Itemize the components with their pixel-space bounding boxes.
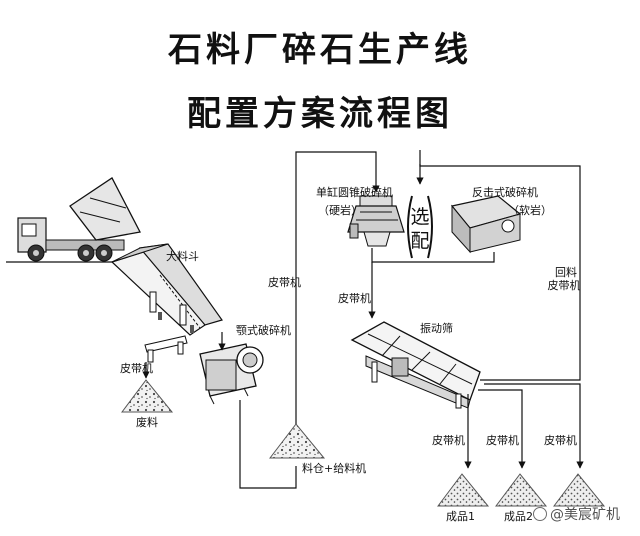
product1-label: 成品1 bbox=[446, 510, 475, 523]
jaw-crusher-icon bbox=[199, 343, 264, 405]
page-title-line1: 石料厂碎石生产线 bbox=[168, 30, 472, 70]
waste-pile-icon bbox=[121, 379, 174, 413]
flow-lines bbox=[142, 150, 584, 489]
hopper-label: 大料斗 bbox=[166, 250, 199, 263]
cone-crusher-label: 单缸圆锥破碎机 bbox=[316, 186, 393, 199]
hard-rock-label: （硬岩） bbox=[318, 204, 362, 217]
return-belt-label-2: 皮带机 bbox=[547, 279, 581, 292]
product1-belt-label: 皮带机 bbox=[432, 434, 465, 447]
watermark-text: @美宸矿机 bbox=[550, 507, 620, 523]
product3-pile-icon bbox=[553, 473, 606, 507]
select-word-1: 选 bbox=[410, 206, 430, 228]
vibrating-screen-icon bbox=[350, 321, 481, 409]
belt-to-screen-label: 皮带机 bbox=[338, 292, 371, 305]
watermark-icon bbox=[533, 507, 547, 521]
product2-label: 成品2 bbox=[504, 510, 533, 523]
waste-belt-label: 皮带机 bbox=[120, 362, 153, 375]
product1-pile-icon bbox=[437, 473, 490, 507]
dump-truck-icon bbox=[17, 177, 141, 262]
watermark: @美宸矿机 bbox=[533, 504, 620, 524]
vibrating-screen-label: 振动筛 bbox=[420, 322, 453, 335]
belt-up-label: 皮带机 bbox=[268, 276, 301, 289]
product2-belt-label: 皮带机 bbox=[486, 434, 519, 447]
bin-pile-icon bbox=[268, 423, 326, 459]
waste-label: 废料 bbox=[136, 416, 158, 429]
bin-feeder-label: 料仓+给料机 bbox=[302, 462, 367, 475]
impact-crusher-icon bbox=[450, 195, 522, 254]
hopper-feeder-icon bbox=[110, 243, 223, 336]
product3-belt-label: 皮带机 bbox=[544, 434, 577, 447]
page-title-line2: 配置方案流程图 bbox=[187, 94, 453, 134]
select-word-2: 配 bbox=[410, 230, 430, 252]
select-bracket bbox=[407, 195, 413, 259]
impact-crusher-label: 反击式破碎机 bbox=[472, 186, 538, 199]
return-belt-label-1: 回料 bbox=[555, 266, 577, 279]
waste-belt-icon bbox=[144, 335, 188, 363]
cone-crusher-icon bbox=[347, 195, 405, 247]
product2-pile-icon bbox=[495, 473, 548, 507]
jaw-crusher-label: 颚式破碎机 bbox=[236, 324, 291, 337]
soft-rock-label: （软岩） bbox=[508, 204, 552, 217]
